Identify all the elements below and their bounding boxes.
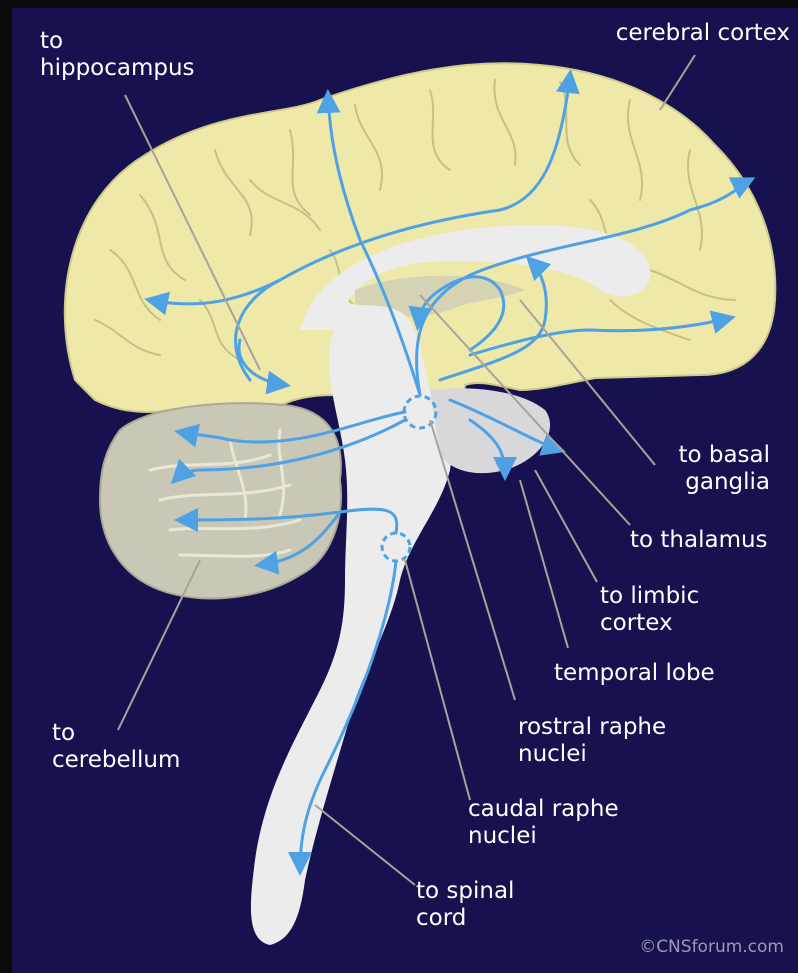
label-to-thalamus: to thalamus: [630, 527, 768, 554]
label-temporal-lobe: temporal lobe: [554, 660, 715, 687]
label-to-hippocampus: to hippocampus: [40, 28, 195, 82]
label-rostral-raphe-nuclei: rostral raphe nuclei: [518, 714, 666, 768]
copyright-notice: ©CNSforum.com: [639, 937, 784, 957]
label-caudal-raphe-nuclei: caudal raphe nuclei: [468, 796, 619, 850]
label-cerebral-cortex: cerebral cortex: [616, 20, 790, 47]
label-to-limbic-cortex: to limbic cortex: [600, 583, 699, 637]
label-to-cerebellum: to cerebellum: [52, 720, 180, 774]
label-to-basal-ganglia: to basal ganglia: [678, 442, 770, 496]
cerebellum-shape: [100, 403, 341, 598]
label-to-spinal-cord: to spinal cord: [416, 878, 514, 932]
